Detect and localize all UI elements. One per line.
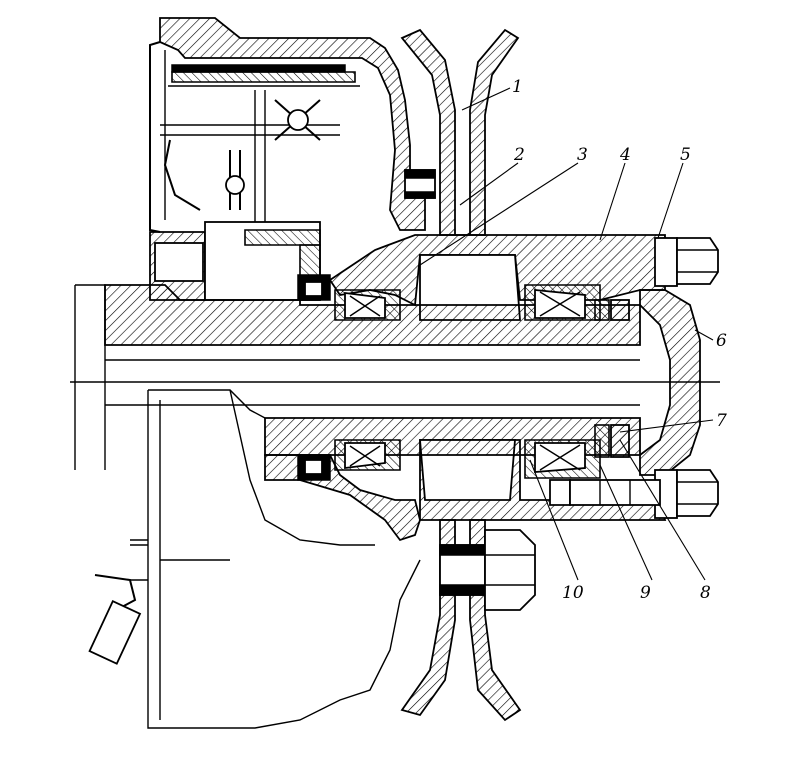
outer-bearing-lower <box>524 439 601 479</box>
wheel-stud-upper <box>404 169 436 199</box>
cap-bolt-lower <box>654 469 719 519</box>
inner-bearing-upper <box>334 289 401 321</box>
wheel-stud-lower-nut <box>439 529 536 611</box>
inner-bearing-lower <box>334 439 401 471</box>
lock-bolt <box>549 479 661 506</box>
callout-6: 6 <box>716 331 727 351</box>
callout-4: 4 <box>619 145 631 165</box>
callout-8: 8 <box>700 583 711 603</box>
leader-lines <box>419 87 714 581</box>
outer-bearing-upper <box>524 284 601 321</box>
callout-5: 5 <box>680 145 691 165</box>
backing-plate <box>149 221 321 301</box>
oil-seal-upper <box>297 274 331 301</box>
hub-cap <box>639 289 701 476</box>
brake-adjuster-mechanism <box>163 99 321 211</box>
callout-3: 3 <box>577 145 588 165</box>
callout-labels: 1 2 3 4 5 6 7 8 9 10 <box>512 77 727 603</box>
callout-9: 9 <box>640 583 651 603</box>
oil-seal-lower <box>297 454 331 481</box>
wheel-disc <box>400 28 522 722</box>
brake-drum-lower <box>147 389 421 729</box>
brake-drum-housing <box>149 17 426 233</box>
lock-washer <box>594 299 610 458</box>
cap-bolt-upper <box>654 237 719 287</box>
callout-7: 7 <box>716 411 727 431</box>
callout-10: 10 <box>562 583 584 603</box>
callout-1: 1 <box>512 77 523 97</box>
callout-2: 2 <box>513 145 525 165</box>
bleed-fitting <box>88 539 148 665</box>
